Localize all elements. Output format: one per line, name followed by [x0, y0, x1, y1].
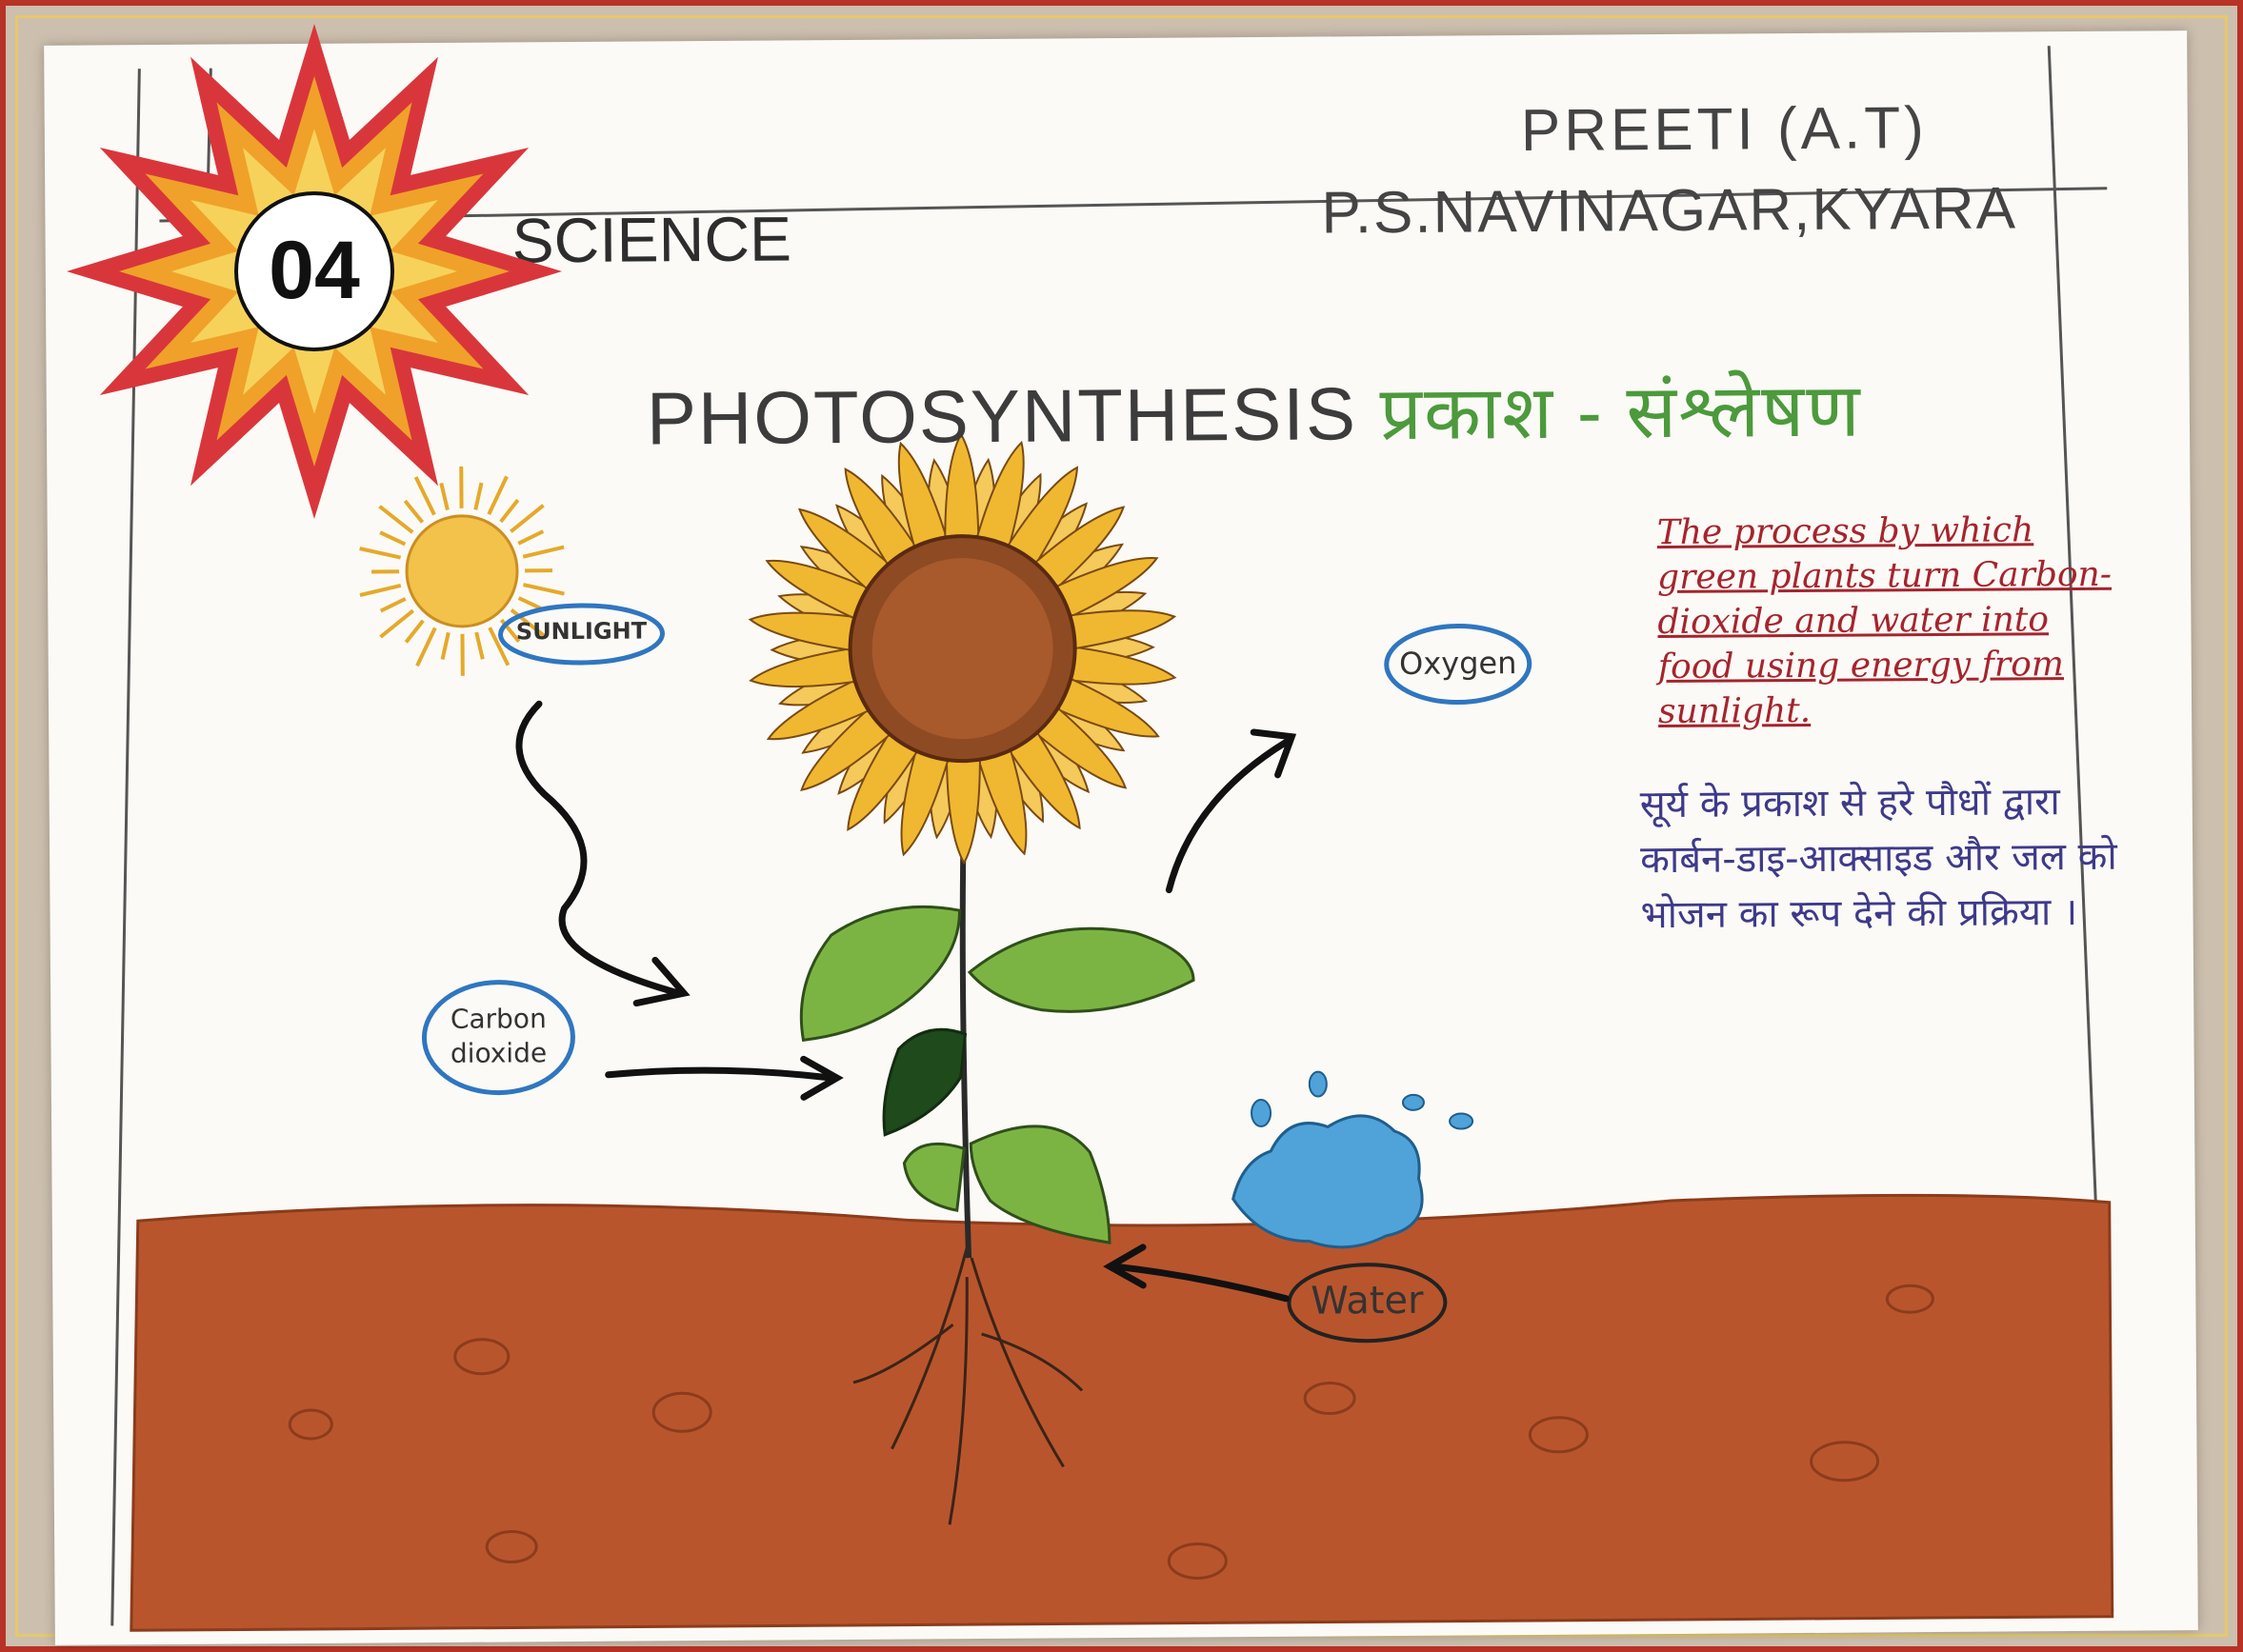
leaf-lower-left [904, 1144, 964, 1210]
sun-ray [380, 610, 413, 637]
sunlight-label: SUNLIGHT [505, 617, 657, 645]
carbon-dioxide-label: Carbon dioxide [431, 1002, 565, 1071]
definition-hindi: सूर्य के प्रकाश से हरे पौधों द्वारा कार्… [1640, 774, 2127, 944]
leaf-right-upper [970, 927, 1194, 1012]
school-name: P.S.NAVINAGAR,KYARA [1321, 174, 2017, 247]
title-hindi: प्रकाश - संश्लेषण [1379, 368, 1862, 456]
sunlight-arrow [519, 703, 679, 994]
sunflower-center-inner [871, 557, 1053, 739]
co2-arrow [609, 1069, 832, 1080]
sun-ray [381, 599, 406, 611]
sunflower-petal [947, 752, 981, 864]
sun-ray [406, 621, 423, 643]
author-name: PREETI (A.T) [1521, 94, 1928, 165]
sun-ray [476, 632, 483, 659]
title-english: PHOTOSYNTHESIS [647, 371, 1358, 460]
badge-number: 04 [269, 225, 360, 316]
sun-ray [442, 632, 449, 659]
leaf-dark [883, 1029, 966, 1135]
oxygen-label: Oxygen [1392, 645, 1525, 682]
water-label: Water [1295, 1279, 1438, 1324]
sun-ray [523, 585, 564, 594]
leaf-left-upper [801, 906, 961, 1040]
diagram-title: PHOTOSYNTHESIS प्रकाश - संश्लेषण [647, 357, 1863, 467]
sunflower-head [749, 433, 1176, 865]
oxygen-arrow [1168, 742, 1288, 890]
sun-ray [360, 586, 401, 595]
sun-ray [417, 627, 435, 666]
definition-english: The process by which green plants turn C… [1657, 508, 2116, 734]
badge-starburst: 04 [57, 19, 629, 552]
carbon-dioxide-line2: dioxide [431, 1036, 565, 1071]
carbon-dioxide-line1: Carbon [431, 1002, 565, 1037]
